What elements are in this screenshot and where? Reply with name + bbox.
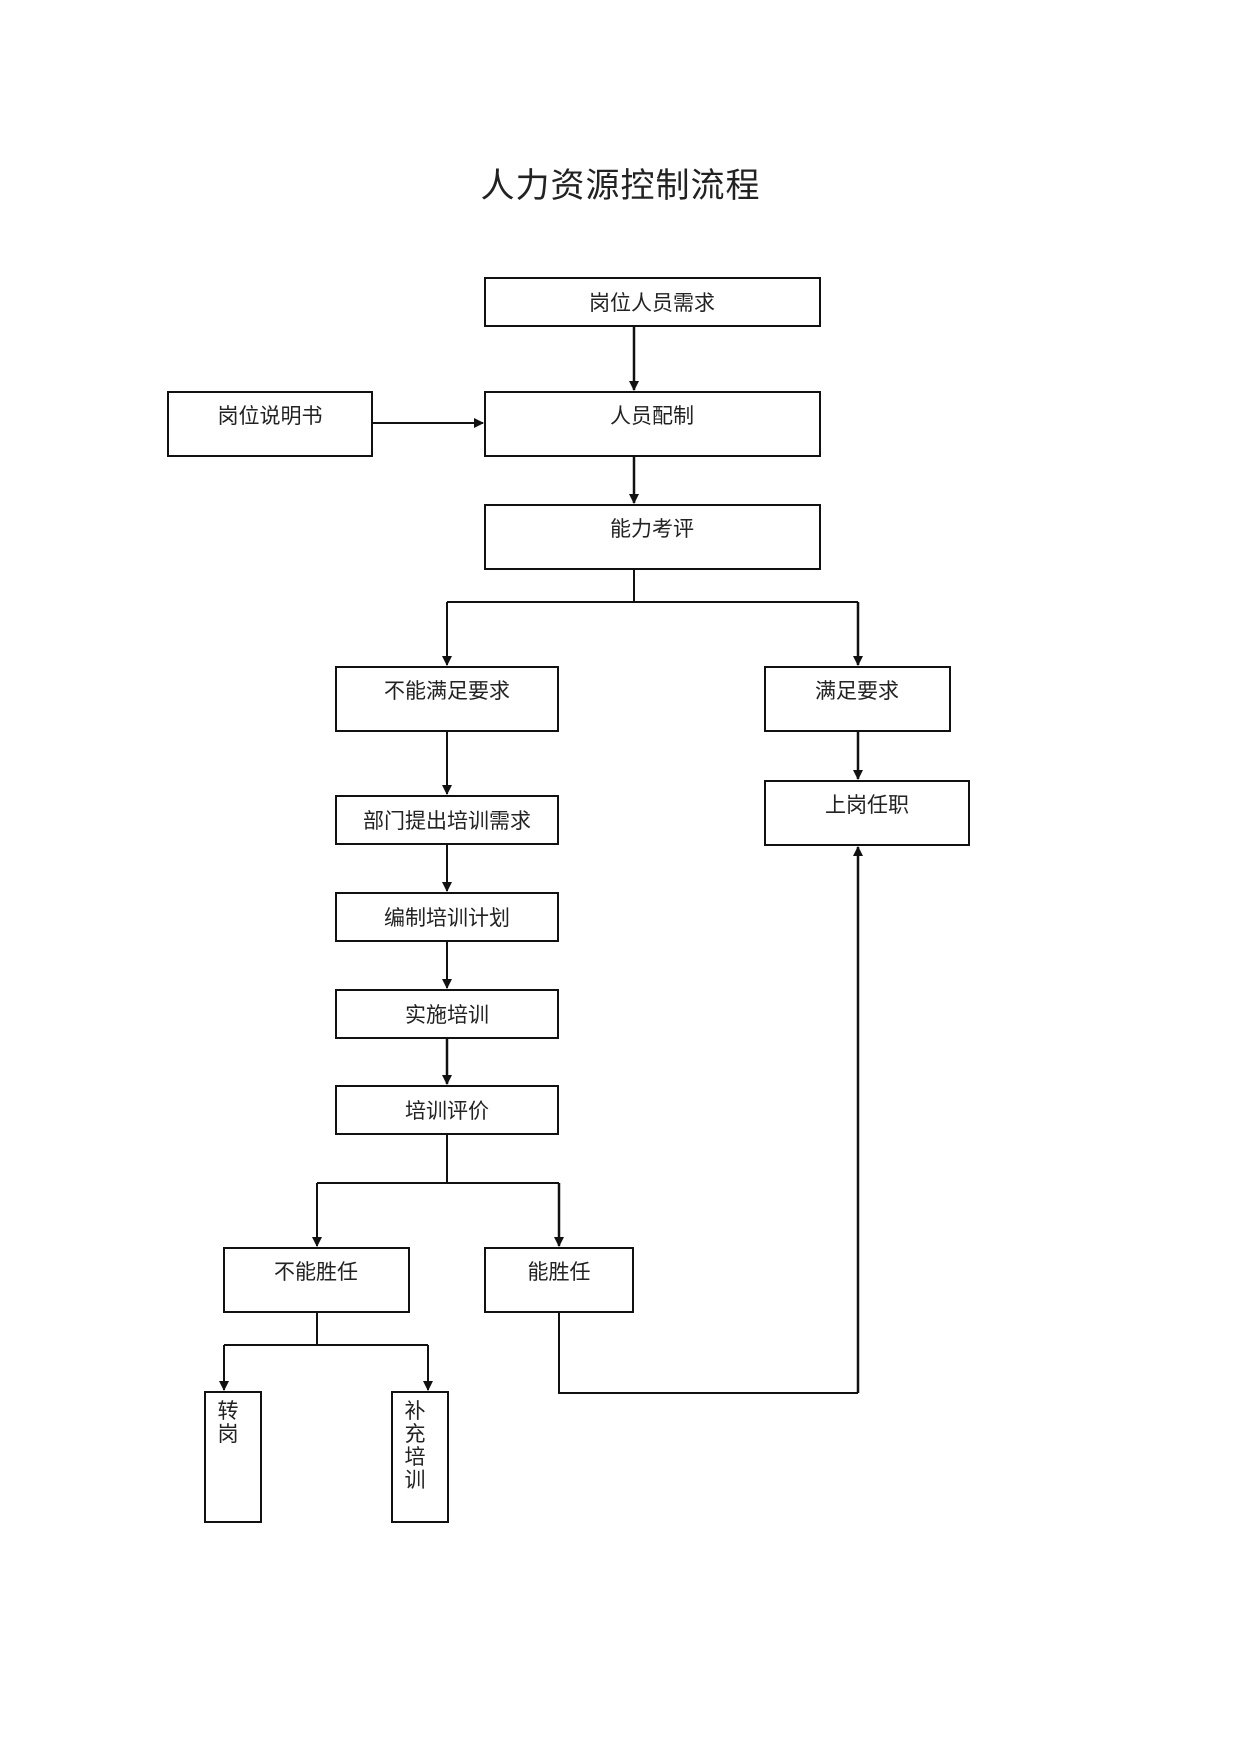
node-on-post: 上岗任职 (764, 780, 970, 846)
node-meet: 满足要求 (764, 666, 951, 732)
node-meet-label: 满足要求 (815, 679, 899, 703)
node-dept-request: 部门提出培训需求 (335, 795, 559, 845)
node-staffing: 人员配制 (484, 391, 821, 457)
node-retrain-label: 补充培训 (405, 1399, 426, 1492)
node-demand: 岗位人员需求 (484, 277, 821, 327)
node-plan-label: 编制培训计划 (384, 906, 510, 930)
node-job-desc-label: 岗位说明书 (218, 404, 323, 428)
node-implement: 实施培训 (335, 989, 559, 1039)
node-transfer-label: 转岗 (218, 1399, 239, 1446)
node-not-meet-label: 不能满足要求 (384, 679, 510, 703)
node-competent: 能胜任 (484, 1247, 634, 1313)
node-on-post-label: 上岗任职 (825, 793, 909, 817)
page-title: 人力资源控制流程 (480, 166, 761, 206)
node-staffing-label: 人员配制 (610, 404, 694, 428)
node-implement-label: 实施培训 (405, 1003, 489, 1027)
node-evaluate-label: 培训评价 (405, 1099, 489, 1123)
node-not-meet: 不能满足要求 (335, 666, 559, 732)
connector-competent-to-on-post (558, 1312, 858, 1394)
node-assessment: 能力考评 (484, 504, 821, 570)
node-competent-label: 能胜任 (528, 1260, 591, 1284)
node-assessment-label: 能力考评 (610, 517, 694, 541)
node-dept-request-label: 部门提出培训需求 (363, 809, 531, 833)
node-incompetent-label: 不能胜任 (274, 1260, 358, 1284)
node-demand-label: 岗位人员需求 (589, 291, 715, 315)
node-retrain: 补充培训 (391, 1391, 449, 1523)
node-plan: 编制培训计划 (335, 892, 559, 942)
node-job-desc: 岗位说明书 (167, 391, 373, 457)
node-incompetent: 不能胜任 (223, 1247, 410, 1313)
node-transfer: 转岗 (204, 1391, 262, 1523)
node-evaluate: 培训评价 (335, 1085, 559, 1135)
